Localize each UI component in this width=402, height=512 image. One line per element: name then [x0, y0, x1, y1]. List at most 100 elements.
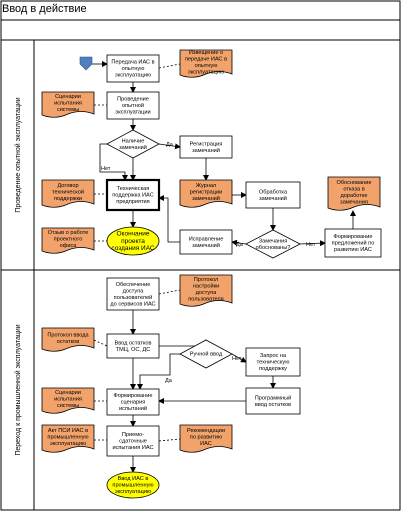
start-marker [79, 56, 93, 71]
edge-label-yes1: Да [166, 142, 174, 148]
node-label-line: поддержку [259, 366, 287, 372]
node-label-line: Наличие [122, 138, 145, 144]
node-label-line: передаче ИАС в [185, 56, 227, 62]
node-label-line: поддержки [54, 196, 82, 202]
node-label-line: системы [57, 403, 79, 409]
assoc-input-balances [93, 339, 108, 347]
edges [92, 61, 356, 473]
node-label-line: Запрос на [260, 353, 287, 359]
edge-remarks-no [99, 143, 128, 181]
node-label-line: испытания ИАС [112, 445, 153, 451]
node-label-line: эксплуатацию [188, 69, 224, 75]
node-label-line: создания ИАС [111, 245, 155, 252]
node-label-line: Регистрация [190, 141, 223, 147]
node-label-line: Программный [255, 394, 291, 401]
node-label-line: Обработка [259, 189, 288, 195]
node-label-line: испытаний [119, 405, 147, 412]
node-label-line: опытную [195, 63, 218, 69]
edge-label-no1: Нет [101, 166, 111, 172]
assoc-acceptance-recommend [158, 438, 181, 442]
node-label-line: Протокол [194, 277, 219, 283]
node-label-line: Приемо- [122, 432, 144, 438]
node-label-line: Ручной ввод [190, 351, 223, 358]
node-label-line: Сценарии [55, 390, 81, 396]
node-label-line: промышленную [112, 483, 153, 489]
node-label-line: проекта [121, 238, 145, 245]
node-manual-q: Ручной ввод [179, 339, 233, 369]
node-label-line: Отзыв о работе [48, 230, 89, 236]
assoc-transfer-notice [158, 63, 181, 69]
node-label-line: пользователей [114, 294, 153, 301]
edge-label-no3: Нет [232, 356, 242, 362]
node-label-line: Исправление [189, 236, 224, 242]
node-label-line: предприятия [116, 199, 149, 205]
node-label-line: Протокол ввода [47, 332, 89, 338]
node-label-line: до сервисов ИАС [110, 301, 155, 307]
node-label-line: эксплуатацию [50, 441, 86, 447]
edge-manual-request [231, 353, 247, 363]
edge-label-no2: Нет [306, 242, 316, 248]
node-label-line: ТМЦ, ОС, ДС [116, 347, 151, 353]
node-label-line: эксплуатации [115, 110, 150, 116]
node-label-line: Договор [57, 183, 78, 189]
lane-label-trial: Проведение опытной эксплуатации [14, 97, 22, 213]
node-label-line: Передача ИАС в [111, 60, 154, 66]
node-label-line: Формирование [113, 393, 152, 399]
node-label-line: Ввод остатков [115, 340, 152, 346]
node-label-line: развитию ИАС [334, 247, 372, 253]
lane-label-production: Переход к промышленной эксплуатации [14, 324, 22, 455]
edge-manual-yes [137, 353, 180, 390]
node-label-line: настройки [193, 282, 219, 289]
node-label-line: промышленную [47, 435, 88, 441]
node-label-line: Ввод ИАС в [118, 476, 149, 482]
node-label-line: офиса [60, 243, 78, 249]
node-label-line: замечаний [259, 195, 287, 202]
node-label-line: сценария [121, 400, 146, 406]
node-label-line: доступа [123, 288, 145, 294]
edge-remarks-register [158, 143, 181, 150]
node-label-line: регистрации [190, 190, 222, 196]
node-label-line: Журнал [196, 183, 216, 189]
node-label-line: Обеспечение [116, 282, 151, 288]
node-label-line: опытной [122, 102, 144, 109]
node-label-line: проектного [54, 237, 83, 243]
node-label-line: техническую [257, 360, 290, 366]
node-label-line: доступа [196, 290, 218, 296]
node-label-line: эксплуатацию [115, 73, 151, 79]
node-label-line: ввод остатков [255, 402, 291, 408]
node-label-line: испытания [54, 101, 82, 107]
edge-justified-fix [231, 239, 247, 246]
node-label-line: замечаний [192, 242, 220, 249]
node-label-line: предложений по [332, 240, 375, 247]
node-label-line: ИАС [200, 441, 212, 447]
node-label-line: обоснованы? [256, 245, 291, 251]
node-label-line: Сценарии [55, 94, 81, 100]
node-label-line: Техническая [117, 186, 150, 192]
node-label-line: замечаний [119, 144, 147, 151]
node-label-line: пользователя [188, 296, 223, 302]
node-label-line: Проведение [117, 97, 149, 103]
node-label-line: поддержка ИАС [112, 193, 153, 199]
node-label-line: доработке [341, 193, 368, 199]
